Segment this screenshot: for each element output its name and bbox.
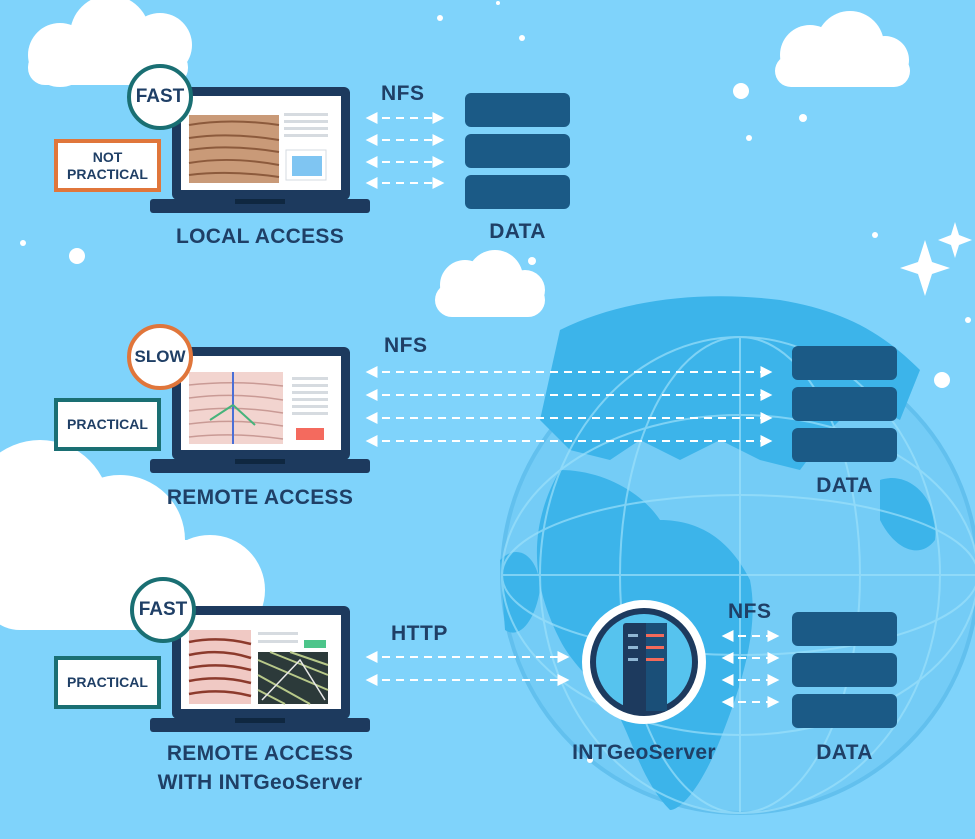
laptop-icon (150, 606, 370, 732)
with-intgeoserver-label: WITH INTGeoServer (157, 771, 363, 794)
remote-access-label: REMOTE ACCESS (166, 742, 354, 765)
laptop-icon (150, 347, 370, 473)
http-label: HTTP (391, 622, 448, 645)
database-icon (465, 93, 570, 209)
nfs-label: NFS (381, 82, 425, 105)
nfs-label: NFS (728, 600, 772, 623)
practical-tag: PRACTICAL (54, 398, 161, 451)
fast-badge: FAST (130, 577, 196, 643)
data-label: DATA (816, 741, 873, 764)
database-icon (792, 346, 897, 462)
cloud-icon (28, 0, 192, 87)
intgeoserver-label: INTGeoServer (572, 741, 716, 764)
not-practical-tag: NOT PRACTICAL (54, 139, 161, 192)
local-access-label: LOCAL ACCESS (175, 225, 345, 248)
nfs-label: NFS (384, 334, 428, 357)
cloud-icon (775, 11, 910, 87)
fast-badge: FAST (127, 64, 193, 130)
remote-access-label: REMOTE ACCESS (166, 486, 354, 509)
database-icon (792, 612, 897, 728)
slow-badge: SLOW (127, 324, 193, 390)
sparkle-icon (5, 1, 972, 763)
globe-icon (500, 296, 975, 815)
data-label: DATA (489, 220, 546, 243)
server-icon (582, 600, 706, 724)
laptop-icon (150, 87, 370, 213)
cloud-icon (435, 250, 545, 317)
data-label: DATA (816, 474, 873, 497)
practical-tag: PRACTICAL (54, 656, 161, 709)
